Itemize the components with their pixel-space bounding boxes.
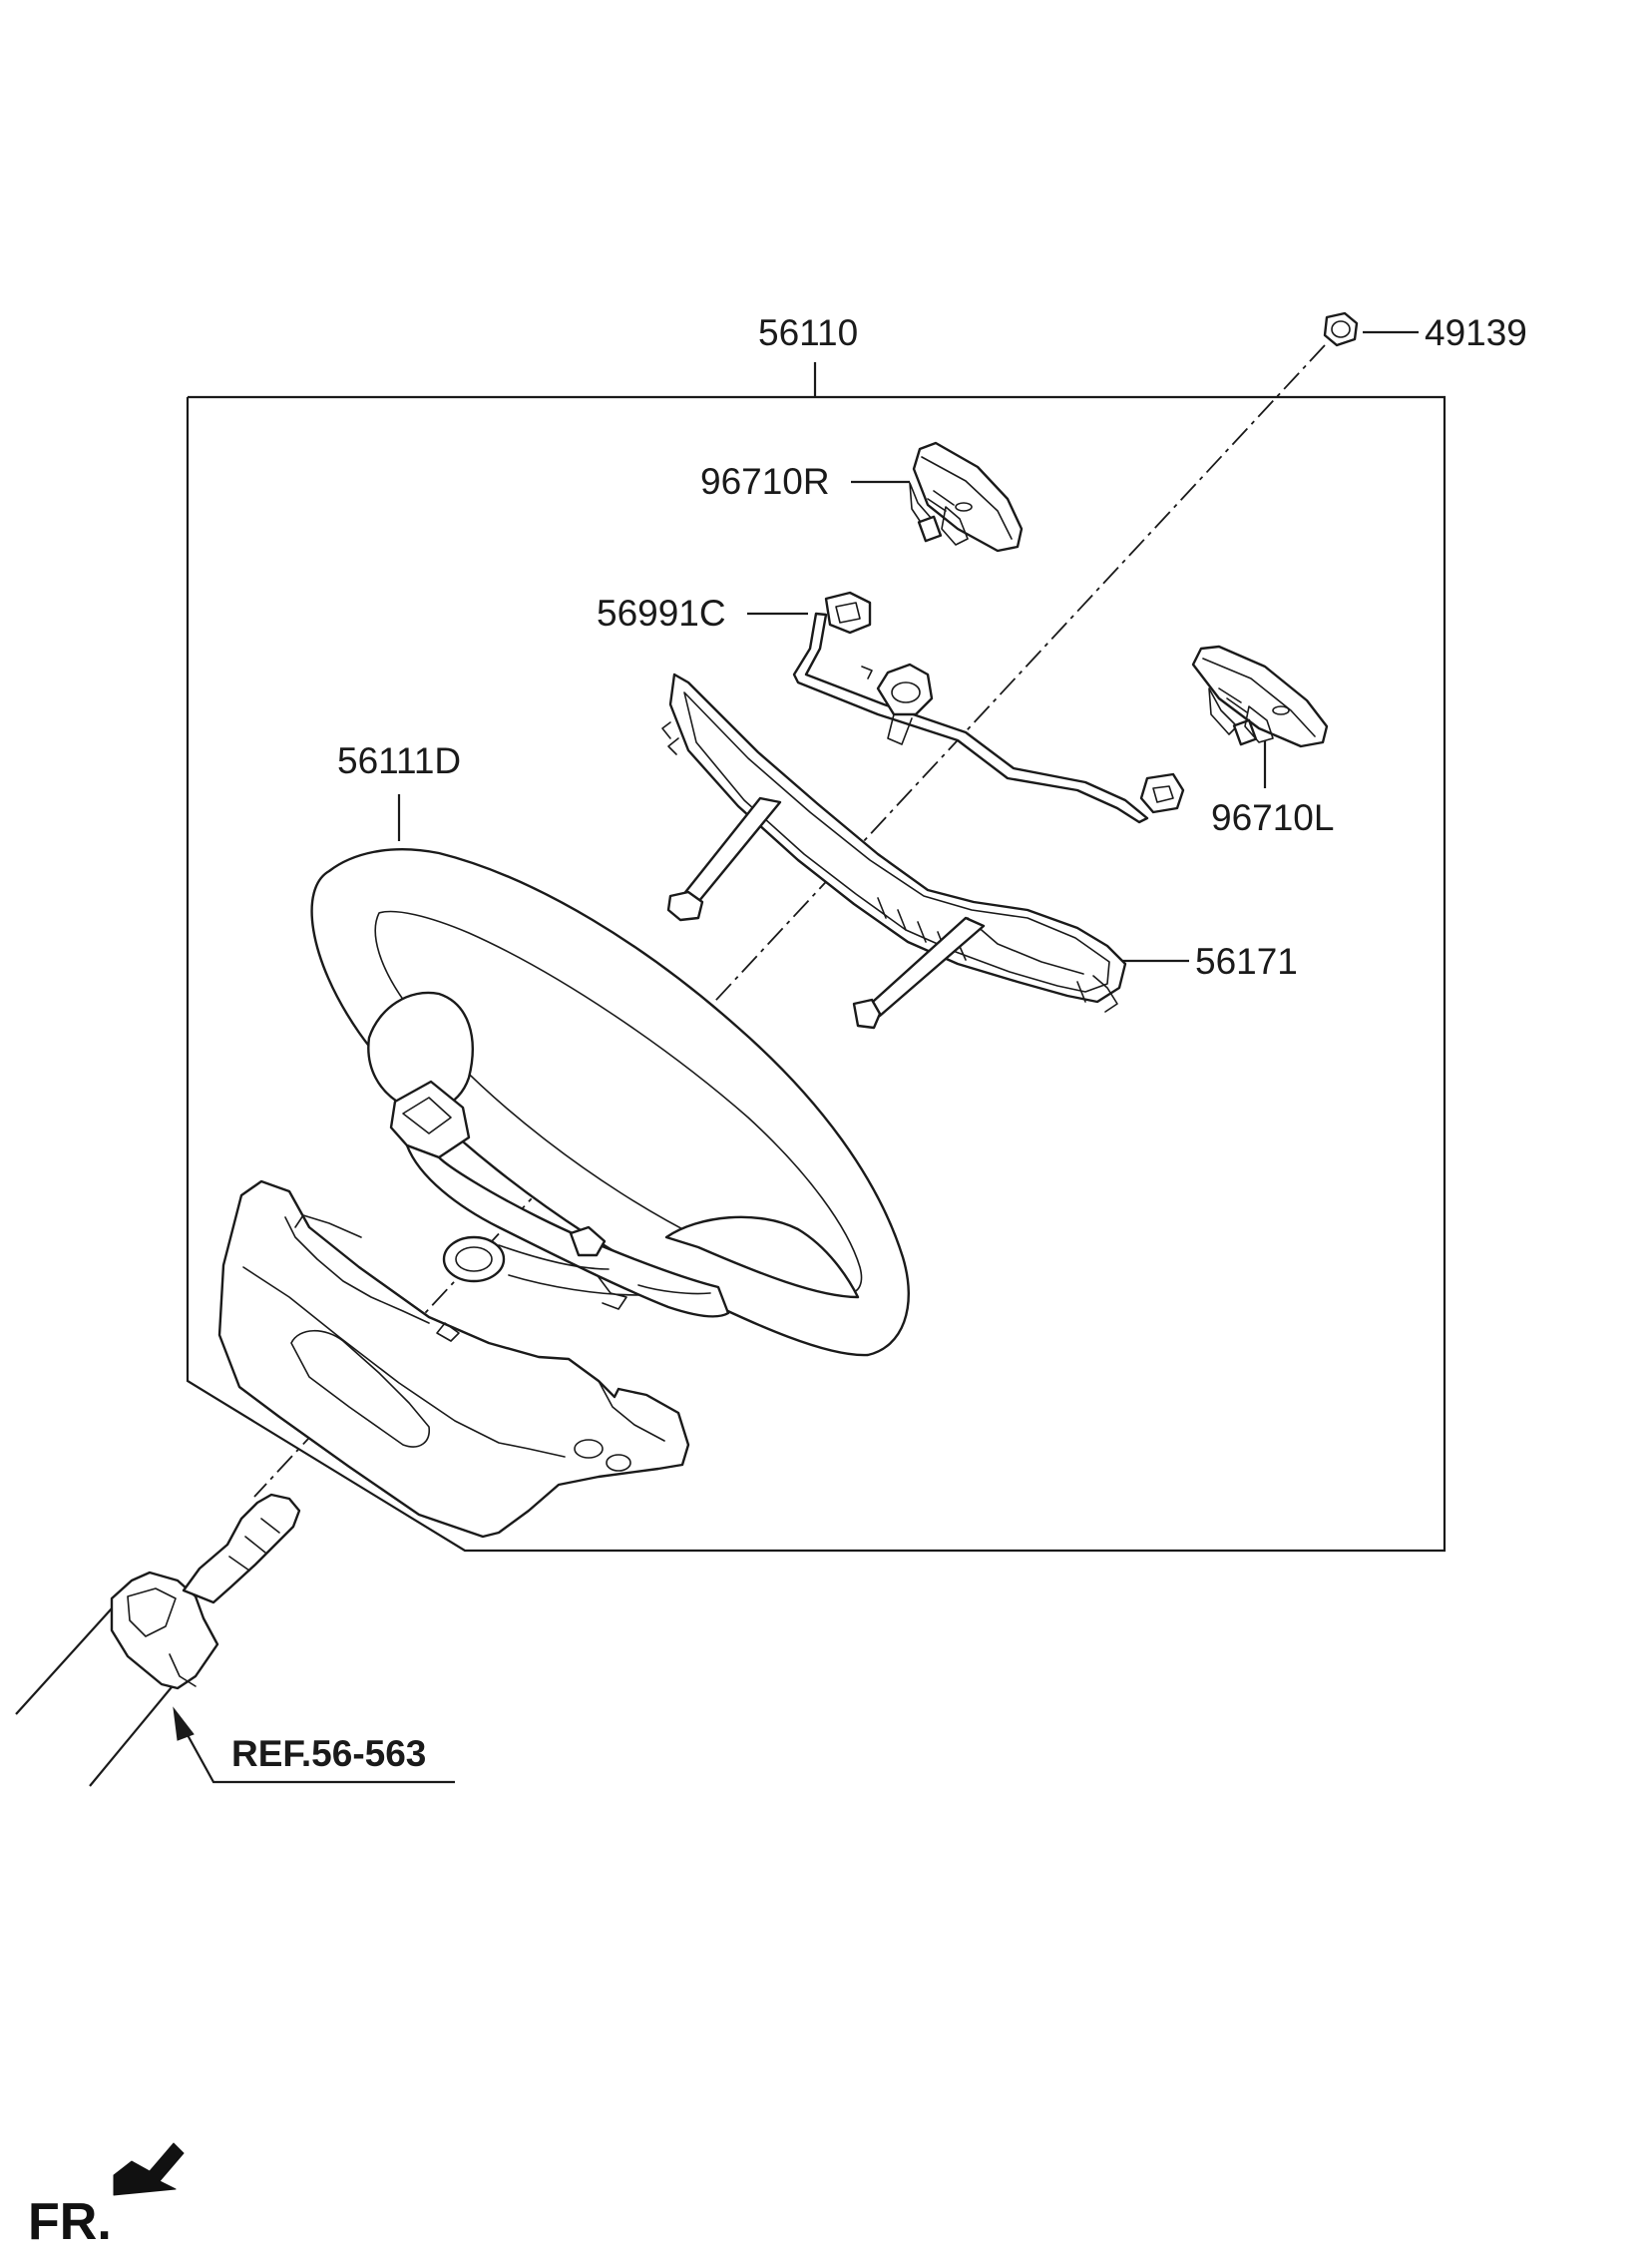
callout-49139: 49139	[1363, 312, 1527, 353]
callout-56991c: 56991C	[597, 593, 808, 634]
steering-wheel-56111d	[310, 848, 910, 1357]
callout-96710l: 96710L	[1211, 740, 1334, 838]
part-label-49139: 49139	[1425, 312, 1527, 353]
front-label: FR.	[28, 2193, 112, 2251]
nut-49139	[1323, 311, 1359, 347]
callout-56171: 56171	[1122, 941, 1298, 982]
part-label-56991c: 56991C	[597, 593, 726, 634]
steering-column	[15, 1493, 301, 1787]
part-label-56110: 56110	[758, 312, 858, 353]
ref-arrow-icon	[173, 1706, 195, 1741]
center-axis-line	[253, 344, 1326, 1498]
part-label-56171: 56171	[1195, 941, 1298, 982]
callout-96710r: 96710R	[700, 461, 910, 502]
part-label-56111d: 56111D	[337, 740, 461, 781]
reference-callout: REF.56-563	[173, 1706, 455, 1784]
lower-cover	[217, 1179, 690, 1539]
bracket-56171	[661, 673, 1127, 1030]
part-label-96710l: 96710L	[1211, 797, 1334, 838]
assembly-frame	[186, 362, 1446, 1553]
switch-96710l	[1191, 645, 1329, 748]
switch-96710r	[909, 441, 1024, 553]
reference-label: REF.56-563	[231, 1733, 426, 1774]
wiring-harness-56991c	[792, 591, 1185, 824]
part-label-96710r: 96710R	[700, 461, 830, 502]
callout-56111d: 56111D	[337, 740, 461, 841]
front-arrow-icon	[113, 2142, 185, 2196]
front-direction-indicator: FR.	[28, 2142, 185, 2251]
